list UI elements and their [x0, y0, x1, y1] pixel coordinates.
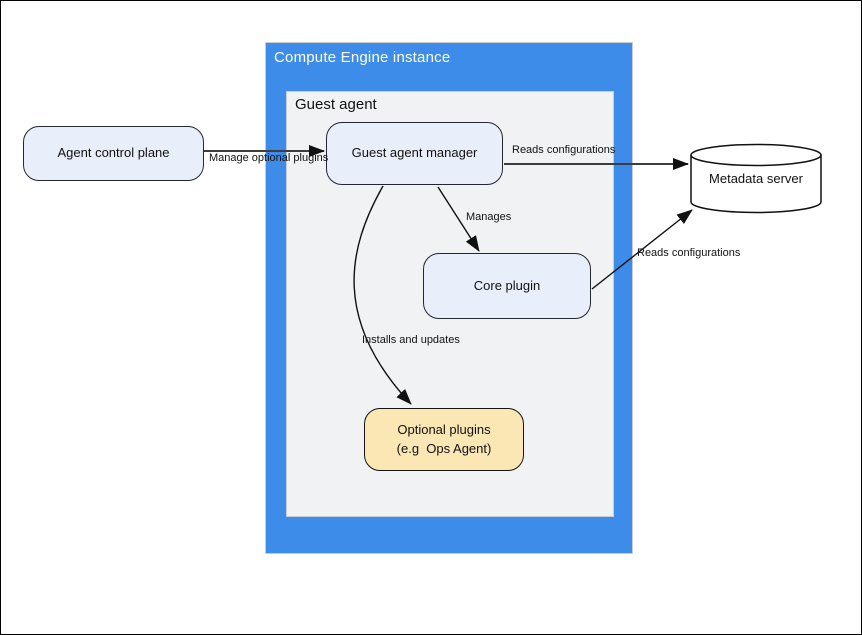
guest-agent-title: Guest agent [295, 96, 377, 113]
edge-label-manage-optional-plugins: Manage optional plugins [209, 152, 329, 164]
node-optional-plugins-label-line1: Optional plugins [397, 421, 491, 437]
node-optional-plugins-label-line2: (e.g Ops Agent) [396, 440, 492, 456]
node-optional-plugins: Optional plugins (e.g Ops Agent) [364, 408, 524, 471]
node-guest-agent-manager: Guest agent manager [326, 122, 503, 185]
edge-label-reads-configurations-manager: Reads configurations [512, 144, 616, 156]
node-metadata-server-label: Metadata server [709, 171, 803, 186]
compute-engine-instance-title: Compute Engine instance [274, 49, 451, 66]
edge-label-installs-and-updates: Installs and updates [362, 334, 460, 346]
edge-label-reads-configurations-core: Reads configurations [637, 247, 741, 259]
node-guest-agent-manager-label: Guest agent manager [351, 145, 478, 161]
database-cylinder-icon [690, 143, 822, 214]
edge-label-manages: Manages [466, 211, 512, 223]
node-core-plugin: Core plugin [423, 253, 591, 319]
node-core-plugin-label: Core plugin [473, 277, 541, 293]
node-agent-control-plane: Agent control plane [23, 126, 204, 181]
node-agent-control-plane-label: Agent control plane [57, 145, 170, 161]
